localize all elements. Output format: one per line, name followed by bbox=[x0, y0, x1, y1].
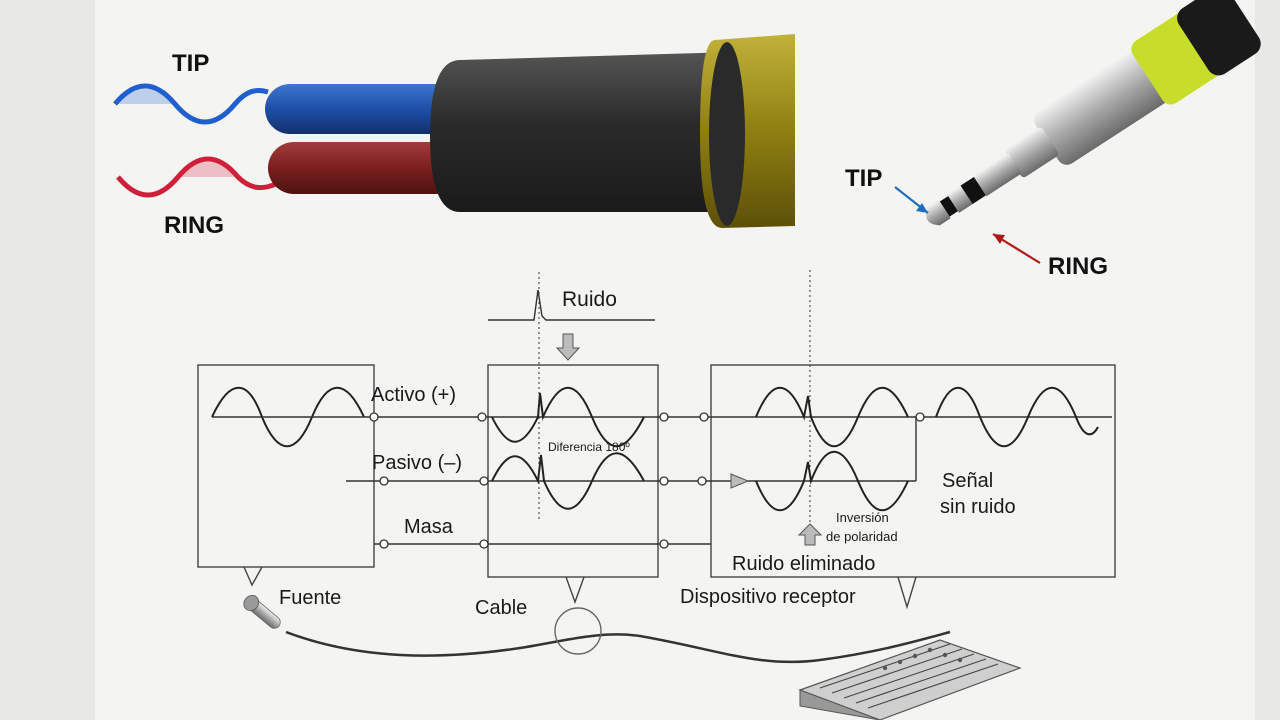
noise-label: Ruido bbox=[562, 288, 617, 311]
noise-pulse: Ruido bbox=[488, 288, 655, 361]
tip-label-cable: TIP bbox=[172, 50, 209, 77]
jack-sleeve bbox=[973, 153, 1022, 197]
cable-magnifier-circle bbox=[554, 607, 602, 655]
source-label: Fuente bbox=[279, 587, 341, 609]
phase-difference-label: Diferencia 180º bbox=[548, 440, 630, 454]
ring-signal-wave bbox=[116, 156, 277, 198]
receiver-callout bbox=[897, 576, 917, 610]
inversion-label-1: Inversión bbox=[836, 510, 889, 525]
cable-label: Cable bbox=[475, 597, 527, 619]
node-source-ground bbox=[379, 539, 389, 549]
node-source-active bbox=[369, 412, 379, 422]
cable-box bbox=[487, 364, 659, 578]
receiver-label: Dispositivo receptor bbox=[680, 586, 856, 608]
node-cable-out-ground bbox=[659, 539, 669, 549]
source-wave bbox=[211, 386, 365, 448]
inversion-label-2: de polaridad bbox=[826, 529, 898, 544]
source-callout bbox=[243, 566, 263, 587]
node-source-passive bbox=[379, 476, 389, 486]
bottom-illustrations bbox=[243, 594, 1022, 720]
receiver-passive-wave bbox=[755, 450, 909, 512]
jack-ring bbox=[947, 185, 973, 213]
cable-passive-wave bbox=[491, 452, 645, 510]
cable-active-wave bbox=[491, 386, 645, 448]
microphone-icon bbox=[243, 594, 281, 629]
noise-removed-label: Ruido eliminado bbox=[732, 553, 875, 575]
tip-label-jack: TIP bbox=[845, 165, 882, 192]
node-cable-out-passive bbox=[659, 476, 669, 486]
cable-callout bbox=[565, 576, 585, 605]
clean-signal-label-2: sin ruido bbox=[940, 496, 1016, 518]
signal-cable-curve bbox=[285, 630, 951, 664]
cable-jacket bbox=[430, 52, 735, 212]
balanced-line-diagram: Ruido Activo (+) Pasivo (–) bbox=[197, 270, 1116, 619]
tip-signal-wave bbox=[113, 83, 269, 125]
ground-label: Masa bbox=[404, 516, 454, 538]
node-recv-in-passive bbox=[697, 476, 707, 486]
source-box bbox=[197, 364, 375, 568]
noise-down-arrow bbox=[555, 333, 581, 361]
active-label: Activo (+) bbox=[371, 384, 456, 406]
receiver-box bbox=[710, 364, 1116, 578]
trs-jack-illustration: TIP RING bbox=[845, 0, 1261, 280]
mixer-console-icon bbox=[798, 639, 1022, 720]
node-cable-in-passive bbox=[479, 476, 489, 486]
ring-label-jack: RING bbox=[1048, 253, 1108, 280]
jack-tip bbox=[926, 199, 951, 226]
ring-label-cable: RING bbox=[164, 212, 224, 239]
cable-illustration: TIP RING bbox=[113, 34, 795, 239]
node-cable-in-ground bbox=[479, 539, 489, 549]
ring-wire bbox=[268, 142, 473, 194]
tip-wire bbox=[265, 84, 470, 134]
clean-signal-label-1: Señal bbox=[942, 470, 993, 492]
passive-label: Pasivo (–) bbox=[372, 452, 462, 474]
node-sum-output bbox=[915, 412, 925, 422]
receiver-active-wave bbox=[755, 386, 909, 448]
cable-core-end bbox=[709, 42, 745, 226]
jack-strain-relief bbox=[1177, 0, 1261, 76]
node-cable-in-active bbox=[477, 412, 487, 422]
inverter-arrow bbox=[730, 473, 750, 489]
noise-removed-up-arrow bbox=[797, 523, 823, 546]
clean-output-wave bbox=[935, 386, 1099, 448]
node-cable-out-active bbox=[659, 412, 669, 422]
node-recv-in-active bbox=[699, 412, 709, 422]
